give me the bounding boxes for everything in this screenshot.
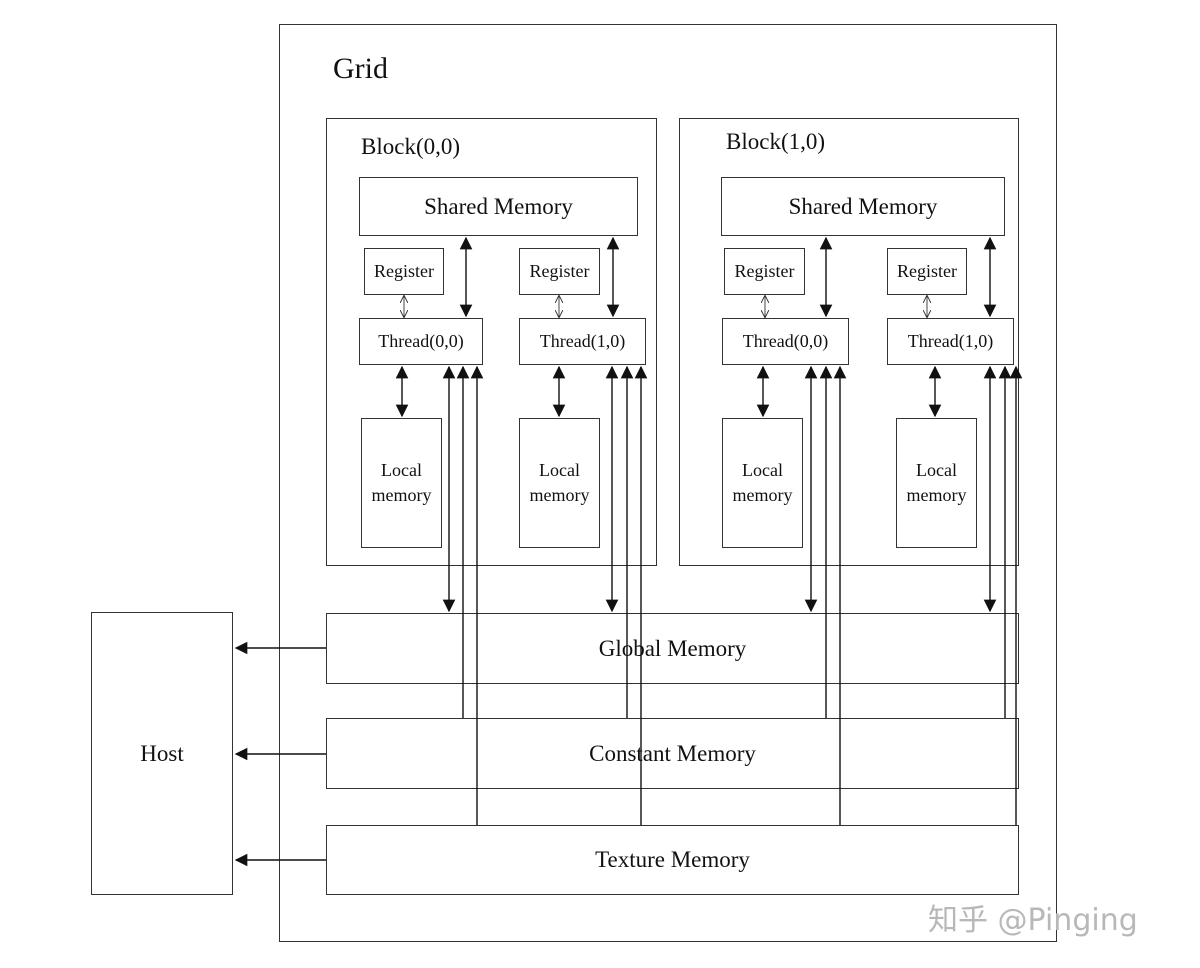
register-block-0-0-thread-1: Register bbox=[519, 248, 600, 295]
local-memory-block-1-0-thread-1: Local memory bbox=[896, 418, 977, 548]
thread-label: Thread(0,0) bbox=[378, 331, 464, 351]
register-label: Register bbox=[374, 261, 434, 281]
global-memory-label: Global Memory bbox=[598, 635, 747, 661]
texture-memory-label: Texture Memory bbox=[595, 847, 750, 872]
constant-memory-label: Constant Memory bbox=[589, 740, 756, 766]
local-memory-block-0-0-thread-0: Local memory bbox=[361, 418, 442, 548]
register-block-0-0-thread-0: Register bbox=[364, 248, 444, 295]
local-memory-block-1-0-thread-0: Local memory bbox=[722, 418, 803, 548]
thread-label: Thread(1,0) bbox=[907, 331, 994, 351]
thread-block-1-0-thread-0: Thread(0,0) bbox=[722, 318, 849, 365]
local-memory-label: Local memory bbox=[529, 460, 590, 505]
host-box: Host bbox=[91, 612, 233, 895]
local-memory-label: Local memory bbox=[732, 460, 793, 505]
block-1-0-label: Block(1,0) bbox=[726, 129, 826, 154]
thread-label: Thread(1,0) bbox=[539, 331, 626, 351]
grid-container bbox=[279, 24, 1057, 942]
shared-memory-label: Shared Memory bbox=[788, 193, 938, 219]
grid-label: Grid bbox=[333, 52, 388, 85]
register-label: Register bbox=[734, 261, 795, 281]
local-memory-label: Local memory bbox=[906, 460, 967, 505]
texture-memory: Texture Memory bbox=[326, 825, 1019, 895]
shared-memory-block-0-0: Shared Memory bbox=[359, 177, 638, 236]
local-memory-label: Local memory bbox=[371, 460, 432, 505]
block-0-0 bbox=[326, 118, 657, 566]
thread-block-1-0-thread-1: Thread(1,0) bbox=[887, 318, 1014, 365]
global-memory: Global Memory bbox=[326, 613, 1019, 684]
local-memory-block-0-0-thread-1: Local memory bbox=[519, 418, 600, 548]
thread-block-0-0-thread-1: Thread(1,0) bbox=[519, 318, 646, 365]
block-0-0-label: Block(0,0) bbox=[361, 134, 461, 159]
shared-memory-label: Shared Memory bbox=[424, 193, 573, 219]
block-1-0 bbox=[679, 118, 1019, 566]
register-label: Register bbox=[897, 261, 957, 281]
watermark: 知乎 @Pinging bbox=[928, 903, 1138, 938]
shared-memory-block-1-0: Shared Memory bbox=[721, 177, 1005, 236]
register-block-1-0-thread-0: Register bbox=[724, 248, 805, 295]
constant-memory: Constant Memory bbox=[326, 718, 1019, 789]
host-label: Host bbox=[140, 740, 184, 766]
thread-label: Thread(0,0) bbox=[742, 331, 829, 351]
register-label: Register bbox=[529, 261, 590, 281]
thread-block-0-0-thread-0: Thread(0,0) bbox=[359, 318, 483, 365]
register-block-1-0-thread-1: Register bbox=[887, 248, 967, 295]
